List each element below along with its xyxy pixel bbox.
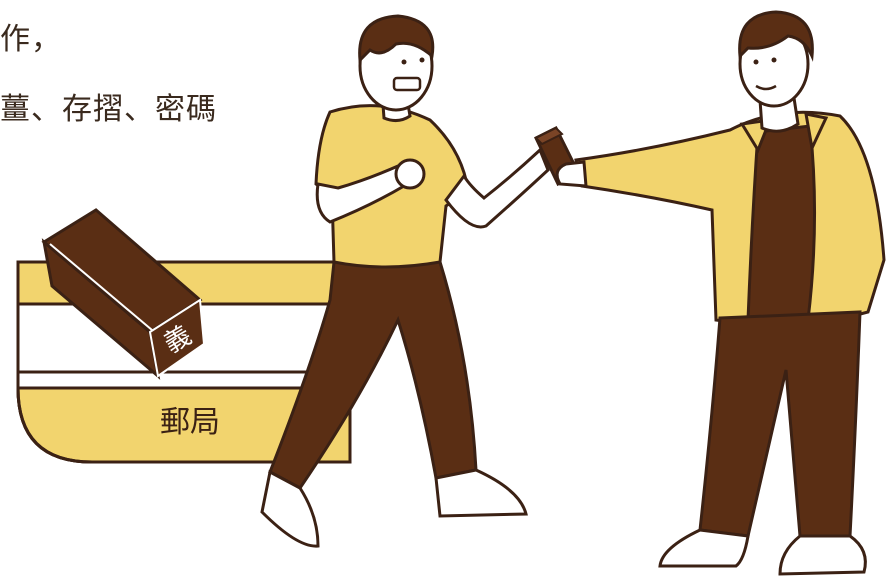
- caption-line-2: 薑、存摺、密碼: [0, 92, 217, 127]
- card-label: 郵局: [160, 405, 220, 440]
- walking-man: [260, 14, 550, 548]
- standing-man: [555, 10, 886, 576]
- caption-line-1: 作，: [0, 22, 62, 57]
- seal-stamp: 義: [41, 208, 206, 380]
